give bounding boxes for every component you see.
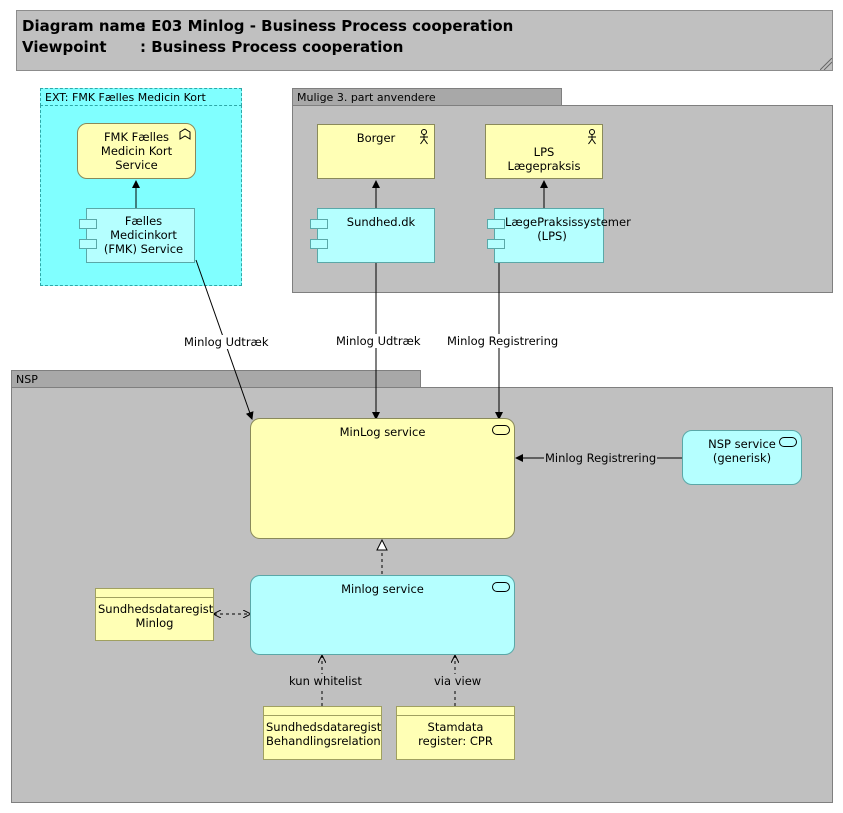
- diagram-name-line: Diagram name : E03 Minlog - Business Pro…: [22, 16, 832, 37]
- minlog-business-service-node[interactable]: MinLog service: [250, 418, 515, 539]
- viewpoint-label: Viewpoint: [22, 38, 107, 56]
- stamdata-data-object[interactable]: Stamdata register: CPR: [396, 706, 515, 760]
- data-object-header-bar: [96, 589, 213, 598]
- service-icon: [492, 425, 510, 435]
- component-tab-icon: [79, 239, 97, 249]
- edge-label-nsp-registrering: Minlog Registrering: [544, 451, 658, 465]
- sundhed-component-node[interactable]: Sundhed.dk: [310, 208, 435, 263]
- component-tab-icon: [310, 219, 328, 229]
- diagram-header: Diagram name : E03 Minlog - Business Pro…: [16, 10, 833, 71]
- nsp-service-label: NSP service (generisk): [708, 437, 776, 465]
- borger-label: Borger: [356, 131, 396, 145]
- nsp-service-node[interactable]: NSP service (generisk): [682, 430, 802, 485]
- stamdata-label: Stamdata register: CPR: [418, 720, 493, 748]
- sdr-minlog-label: Sundhedsdataregister: Minlog: [98, 602, 214, 630]
- edge-label-lps-registrering: Minlog Registrering: [446, 334, 560, 348]
- viewpoint-line: Viewpoint : Business Process cooperation: [22, 37, 832, 58]
- sdr-behandling-label: Sundhedsdataregister: Behandlingsrelatio…: [266, 720, 382, 748]
- service-icon: [779, 437, 797, 447]
- edge-label-fmk-udtraek: Minlog Udtræk: [183, 335, 270, 349]
- service-icon: [492, 582, 510, 592]
- actor-icon: [588, 129, 596, 145]
- viewpoint-value: : Business Process cooperation: [140, 38, 404, 56]
- diagram-name-value: : E03 Minlog - Business Process cooperat…: [140, 17, 514, 35]
- minlog-business-label: MinLog service: [339, 425, 426, 439]
- lps-label: LPS Lægepraksis: [507, 145, 581, 173]
- lps-actor-node[interactable]: LPS Lægepraksis: [485, 124, 603, 179]
- actor-icon: [420, 129, 428, 145]
- edge-label-via-view: via view: [433, 674, 483, 688]
- ext-group-label: EXT: FMK Fælles Medicin Kort: [40, 88, 242, 106]
- lps-system-label: LægePraksissystemer (LPS): [505, 215, 631, 243]
- component-tab-icon: [310, 239, 328, 249]
- sdr-behandling-data-object[interactable]: Sundhedsdataregister: Behandlingsrelatio…: [263, 706, 382, 760]
- fmk-service-node[interactable]: FMK Fælles Medicin Kort Service: [77, 123, 196, 179]
- fmk-component-node[interactable]: Fælles Medicinkort (FMK) Service: [79, 208, 195, 263]
- edge-label-whitelist: kun whitelist: [288, 674, 363, 688]
- lps-system-component-node[interactable]: LægePraksissystemer (LPS): [487, 208, 631, 263]
- business-function-icon: [179, 128, 191, 140]
- sdr-minlog-data-object[interactable]: Sundhedsdataregister: Minlog: [95, 588, 214, 641]
- fmk-service-label: FMK Fælles Medicin Kort Service: [100, 130, 173, 172]
- minlog-app-label: Minlog service: [341, 582, 424, 596]
- component-tab-icon: [487, 239, 505, 249]
- minlog-application-service-node[interactable]: Minlog service: [250, 575, 515, 655]
- edge-label-sundhed-udtraek: Minlog Udtræk: [335, 334, 422, 348]
- data-object-header-bar: [264, 707, 381, 716]
- component-tab-icon: [487, 219, 505, 229]
- sundhed-label: Sundhed.dk: [346, 215, 416, 229]
- data-object-header-bar: [397, 707, 514, 716]
- borger-actor-node[interactable]: Borger: [317, 124, 435, 179]
- diagram-name-label: Diagram name: [22, 17, 146, 35]
- fmk-component-label: Fælles Medicinkort (FMK) Service: [103, 214, 184, 256]
- component-tab-icon: [79, 219, 97, 229]
- note-fold-icon: [820, 58, 832, 70]
